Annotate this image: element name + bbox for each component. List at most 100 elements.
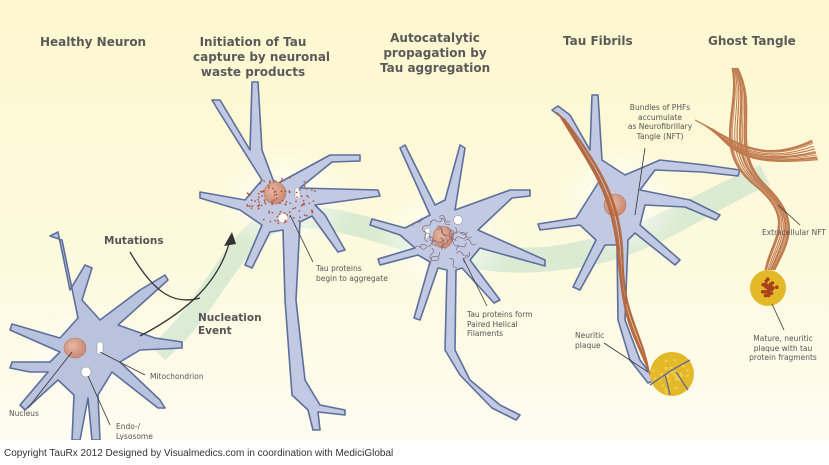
- tau-dot: [250, 199, 253, 202]
- label-line: begin to aggregate: [316, 273, 388, 283]
- tau-dot: [259, 182, 262, 185]
- tau-dot: [306, 194, 308, 197]
- tau-dot: [262, 190, 265, 193]
- ghost-strand: [736, 67, 789, 271]
- phf-filament: [464, 239, 477, 246]
- label-line: plaque: [575, 340, 601, 350]
- tau-dot: [305, 188, 308, 190]
- tau-dot: [268, 212, 270, 214]
- phf-filament: [430, 218, 443, 224]
- plaque-granule: [666, 376, 669, 379]
- phf-filament: [440, 238, 448, 251]
- ghost-strand: [731, 67, 781, 271]
- tau-dot: [248, 205, 251, 208]
- phf-filament: [446, 227, 453, 239]
- phf-filament: [455, 231, 468, 236]
- tau-dot: [283, 212, 286, 214]
- plaque-granule: [686, 374, 689, 377]
- phf-filament: [429, 247, 434, 261]
- tau-dot: [279, 210, 282, 213]
- label-line: Tangle (NFT): [636, 131, 684, 141]
- tau-dot: [258, 201, 260, 204]
- tau-dot: [275, 193, 278, 196]
- tau-dot: [264, 203, 267, 205]
- footer: Copyright TauRx 2012 Designed by Visualm…: [0, 440, 829, 465]
- tau-begin-aggregate-label: Tau proteins begin to aggregate: [316, 264, 388, 283]
- phf-filament: [459, 232, 472, 239]
- ghost-strand: [695, 119, 813, 151]
- ghost-strand: [737, 67, 789, 271]
- tau-dot: [289, 176, 291, 179]
- tau-dot: [281, 199, 284, 202]
- mitochondrion-label: Mitochondrion: [150, 372, 204, 381]
- phf-filament: [431, 239, 444, 244]
- tau-dot: [272, 187, 274, 190]
- tau-dot: [280, 179, 283, 182]
- plaque-granule: [664, 367, 667, 370]
- tau-dot: [246, 204, 248, 206]
- tau-fragment: [764, 279, 769, 283]
- fibril-strand: [566, 121, 651, 376]
- tau-dot: [280, 190, 283, 193]
- tau-fragment: [769, 291, 774, 296]
- tau-dot: [268, 186, 270, 189]
- fibril-strand: [567, 122, 651, 376]
- tau-dot: [288, 211, 291, 214]
- tau-dot: [257, 198, 259, 201]
- tau-dot: [308, 202, 311, 205]
- copyright-text: Copyright TauRx 2012 Designed by Visualm…: [4, 448, 394, 459]
- tau-dot: [300, 195, 303, 198]
- title-line: waste products: [200, 65, 306, 79]
- label-line: Lysosome: [116, 431, 153, 441]
- stage-title-ghost: Ghost Tangle: [708, 34, 796, 48]
- tau-dot: [263, 199, 266, 202]
- tau-dot: [257, 207, 260, 210]
- tau-dot: [303, 180, 306, 183]
- tau-dot: [295, 200, 297, 203]
- phf-filament: [456, 251, 469, 257]
- ghost-strand: [694, 119, 813, 151]
- fibril-strand: [561, 116, 651, 376]
- tau-dot: [298, 210, 301, 212]
- tau-dot: [269, 220, 272, 223]
- tau-dot: [282, 179, 285, 182]
- autocatalytic-neuron: [369, 144, 546, 421]
- label-line: plaque with tau: [753, 343, 813, 353]
- stage-title-healthy: Healthy Neuron: [40, 35, 147, 49]
- title-line: Tau aggregation: [380, 61, 491, 75]
- title-line: Autocatalytic: [390, 31, 480, 45]
- tau-dot: [273, 179, 275, 182]
- tau-dot: [277, 219, 279, 222]
- tau-pathology-diagram: Healthy Neuron Initiation of Tau capture…: [0, 0, 829, 440]
- tau-dot: [303, 202, 305, 205]
- tau-dot: [279, 202, 281, 205]
- tau-dot: [284, 190, 287, 193]
- tau-fragment: [770, 281, 775, 285]
- tau-dot: [263, 180, 265, 183]
- phf-filament: [429, 256, 440, 265]
- tau-dot: [274, 190, 277, 193]
- healthy-neuron: [9, 231, 183, 440]
- extracellular-nft-label: Extracellular NFT: [762, 228, 826, 237]
- plaque-granule: [673, 374, 676, 377]
- tau-dot: [251, 205, 254, 208]
- tau-dot: [289, 202, 292, 205]
- tau-dot: [305, 214, 308, 217]
- phf-filament: [454, 235, 467, 241]
- tau-dot: [257, 205, 260, 208]
- tau-dot: [273, 194, 276, 196]
- ghost-strand: [736, 67, 788, 271]
- tau-dot: [276, 215, 279, 218]
- phf-filament: [437, 225, 446, 235]
- nucleation-event-label: Nucleation Event: [198, 312, 262, 338]
- phf-filament: [439, 217, 451, 226]
- nucleation-arrow: [139, 239, 231, 337]
- tau-dot: [311, 211, 314, 214]
- label-line: accumulate: [638, 112, 682, 122]
- tau-dot: [271, 203, 274, 206]
- phf-filament: [422, 220, 432, 231]
- tau-dot: [288, 190, 291, 193]
- label-line: Mature, neuritic: [753, 334, 813, 343]
- tau-dot: [311, 209, 313, 212]
- tau-fragment: [763, 289, 767, 294]
